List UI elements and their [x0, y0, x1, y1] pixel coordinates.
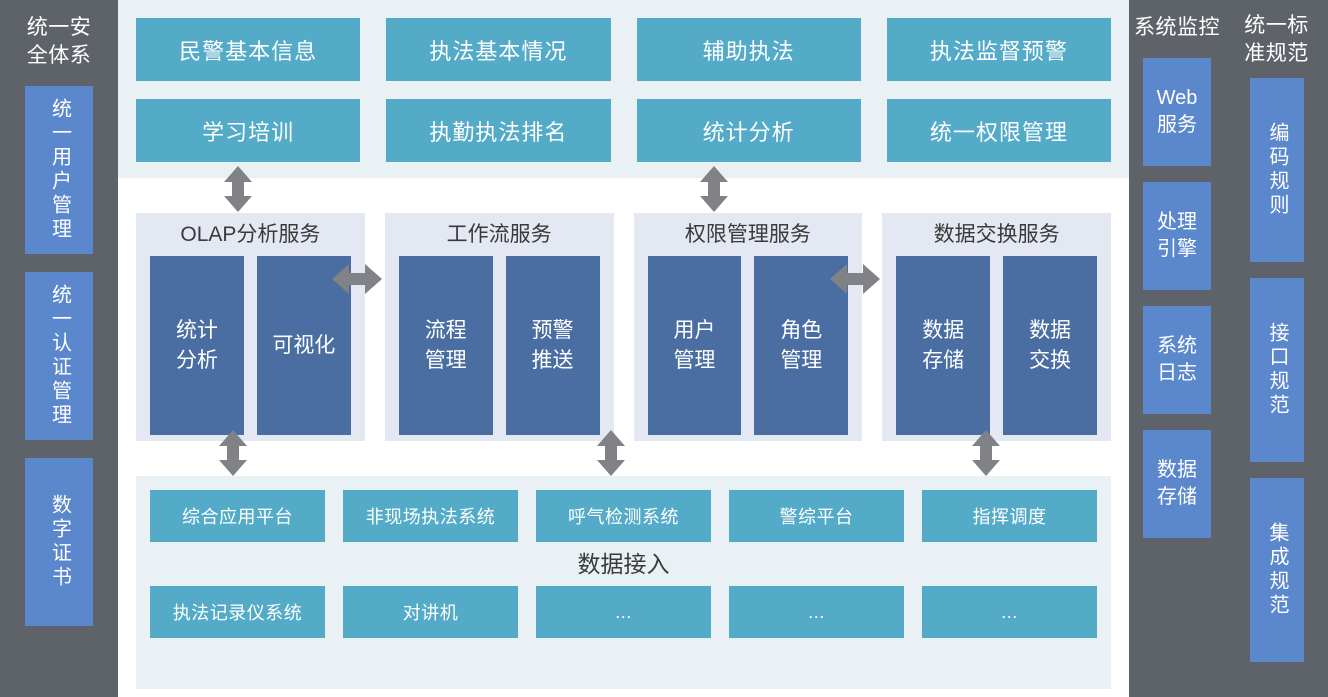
sidebar-item-system-log[interactable]: 系统日志: [1143, 306, 1211, 414]
app-box-statistical-analysis[interactable]: 统计分析: [636, 99, 861, 162]
data-box-more-3[interactable]: ...: [922, 586, 1097, 638]
service-panel-data-exchange-children: 数据存储 数据交换: [896, 256, 1097, 437]
service-panel-olap: OLAP分析服务 统计分析 可视化: [136, 213, 365, 441]
app-box-assisted-enforcement[interactable]: 辅助执法: [636, 18, 861, 81]
double-arrow-horizontal-icon: [830, 263, 880, 295]
service-panel-olap-title: OLAP分析服务: [180, 223, 321, 246]
service-box-process-management[interactable]: 流程管理: [398, 256, 493, 435]
data-access-label: 数据接入: [577, 551, 670, 577]
double-arrow-vertical-icon: [699, 166, 729, 212]
application-layer-grid: 民警基本信息 执法基本情况 辅助执法 执法监督预警 学习培训 执勤执法排名 统计…: [136, 18, 1111, 162]
data-box-offsite-enforcement-system[interactable]: 非现场执法系统: [343, 490, 518, 542]
service-box-role-management[interactable]: 角色管理: [754, 256, 849, 435]
sidebar-item-processing-engine[interactable]: 处理引擎: [1143, 182, 1211, 290]
data-access-row-top: 综合应用平台 非现场执法系统 呼气检测系统 警综平台 指挥调度: [150, 490, 1097, 542]
service-box-statistical-analysis[interactable]: 统计分析: [150, 256, 244, 435]
data-access-row-bottom: 执法记录仪系统 对讲机 ... ... ...: [150, 586, 1097, 638]
double-arrow-vertical-icon: [971, 430, 1001, 476]
data-box-police-integrated-platform[interactable]: 警综平台: [729, 490, 904, 542]
sidebar-standard-title: 统一标准规范: [1244, 14, 1309, 65]
sidebar-item-integration-spec[interactable]: 集成规范: [1249, 478, 1304, 662]
data-box-integrated-application-platform[interactable]: 综合应用平台: [150, 490, 325, 542]
sidebar-item-unified-user-management[interactable]: 统一用户管理: [25, 86, 93, 254]
center-stack: 民警基本信息 执法基本情况 辅助执法 执法监督预警 学习培训 执勤执法排名 统计…: [118, 0, 1129, 697]
service-panel-workflow-children: 流程管理 预警推送: [398, 256, 600, 437]
service-panel-workflow-title: 工作流服务: [446, 223, 552, 246]
data-box-command-dispatch[interactable]: 指挥调度: [922, 490, 1097, 542]
data-access-layer-panel: 综合应用平台 非现场执法系统 呼气检测系统 警综平台 指挥调度 数据接入 执法记…: [136, 476, 1111, 689]
service-panel-workflow: 工作流服务 流程管理 预警推送: [384, 213, 614, 441]
sidebar-security-system: 统一安全体系 统一用户管理 统一认证管理 数字证书: [0, 0, 118, 697]
service-box-data-storage[interactable]: 数据存储: [896, 256, 991, 435]
sidebar-unified-standards: 统一标准规范 编码规则 接口规范 集成规范: [1225, 0, 1328, 697]
sidebar-monitor-title: 系统监控: [1134, 16, 1220, 39]
data-box-more-2[interactable]: ...: [729, 586, 904, 638]
service-panel-permission-title: 权限管理服务: [684, 223, 811, 246]
sidebar-item-coding-rules[interactable]: 编码规则: [1249, 78, 1304, 262]
service-layer-band: OLAP分析服务 统计分析 可视化 工作流服务 流程管理 预警推送 权限管理服务: [118, 166, 1129, 476]
double-arrow-vertical-icon: [596, 430, 626, 476]
app-box-duty-enforcement-ranking[interactable]: 执勤执法排名: [386, 99, 611, 162]
double-arrow-vertical-icon: [223, 166, 253, 212]
sidebar-security-title: 统一安全体系: [26, 16, 92, 67]
double-arrow-horizontal-icon: [332, 263, 382, 295]
app-box-enforcement-basics[interactable]: 执法基本情况: [386, 18, 611, 81]
data-box-breath-test-system[interactable]: 呼气检测系统: [536, 490, 711, 542]
service-box-visualization[interactable]: 可视化: [256, 256, 351, 435]
service-box-user-management[interactable]: 用户管理: [647, 256, 742, 435]
data-box-more-1[interactable]: ...: [536, 586, 711, 638]
service-box-data-exchange[interactable]: 数据交换: [1003, 256, 1097, 435]
sidebar-item-unified-auth-management[interactable]: 统一认证管理: [25, 272, 93, 440]
application-layer-panel: 民警基本信息 执法基本情况 辅助执法 执法监督预警 学习培训 执勤执法排名 统计…: [118, 0, 1129, 178]
app-box-unified-permission-management[interactable]: 统一权限管理: [886, 99, 1111, 162]
sidebar-item-digital-certificate[interactable]: 数字证书: [25, 458, 93, 626]
sidebar-item-data-storage[interactable]: 数据存储: [1143, 430, 1211, 538]
service-panel-olap-children: 统计分析 可视化: [150, 256, 351, 437]
app-box-police-basic-info[interactable]: 民警基本信息: [136, 18, 361, 81]
data-box-law-enforcement-recorder-system[interactable]: 执法记录仪系统: [150, 586, 325, 638]
service-panel-data-exchange-title: 数据交换服务: [933, 223, 1060, 246]
app-box-study-training[interactable]: 学习培训: [136, 99, 361, 162]
app-box-enforcement-supervision-alert[interactable]: 执法监督预警: [886, 18, 1111, 81]
service-box-alert-push[interactable]: 预警推送: [505, 256, 600, 435]
service-panel-permission-children: 用户管理 角色管理: [647, 256, 849, 437]
data-box-walkie-talkie[interactable]: 对讲机: [343, 586, 518, 638]
sidebar-item-interface-spec[interactable]: 接口规范: [1249, 278, 1304, 462]
service-panel-row: OLAP分析服务 统计分析 可视化 工作流服务 流程管理 预警推送 权限管理服务: [136, 213, 1111, 441]
service-panel-data-exchange: 数据交换服务 数据存储 数据交换: [882, 213, 1111, 441]
service-panel-permission: 权限管理服务 用户管理 角色管理: [633, 213, 863, 441]
double-arrow-vertical-icon: [218, 430, 248, 476]
